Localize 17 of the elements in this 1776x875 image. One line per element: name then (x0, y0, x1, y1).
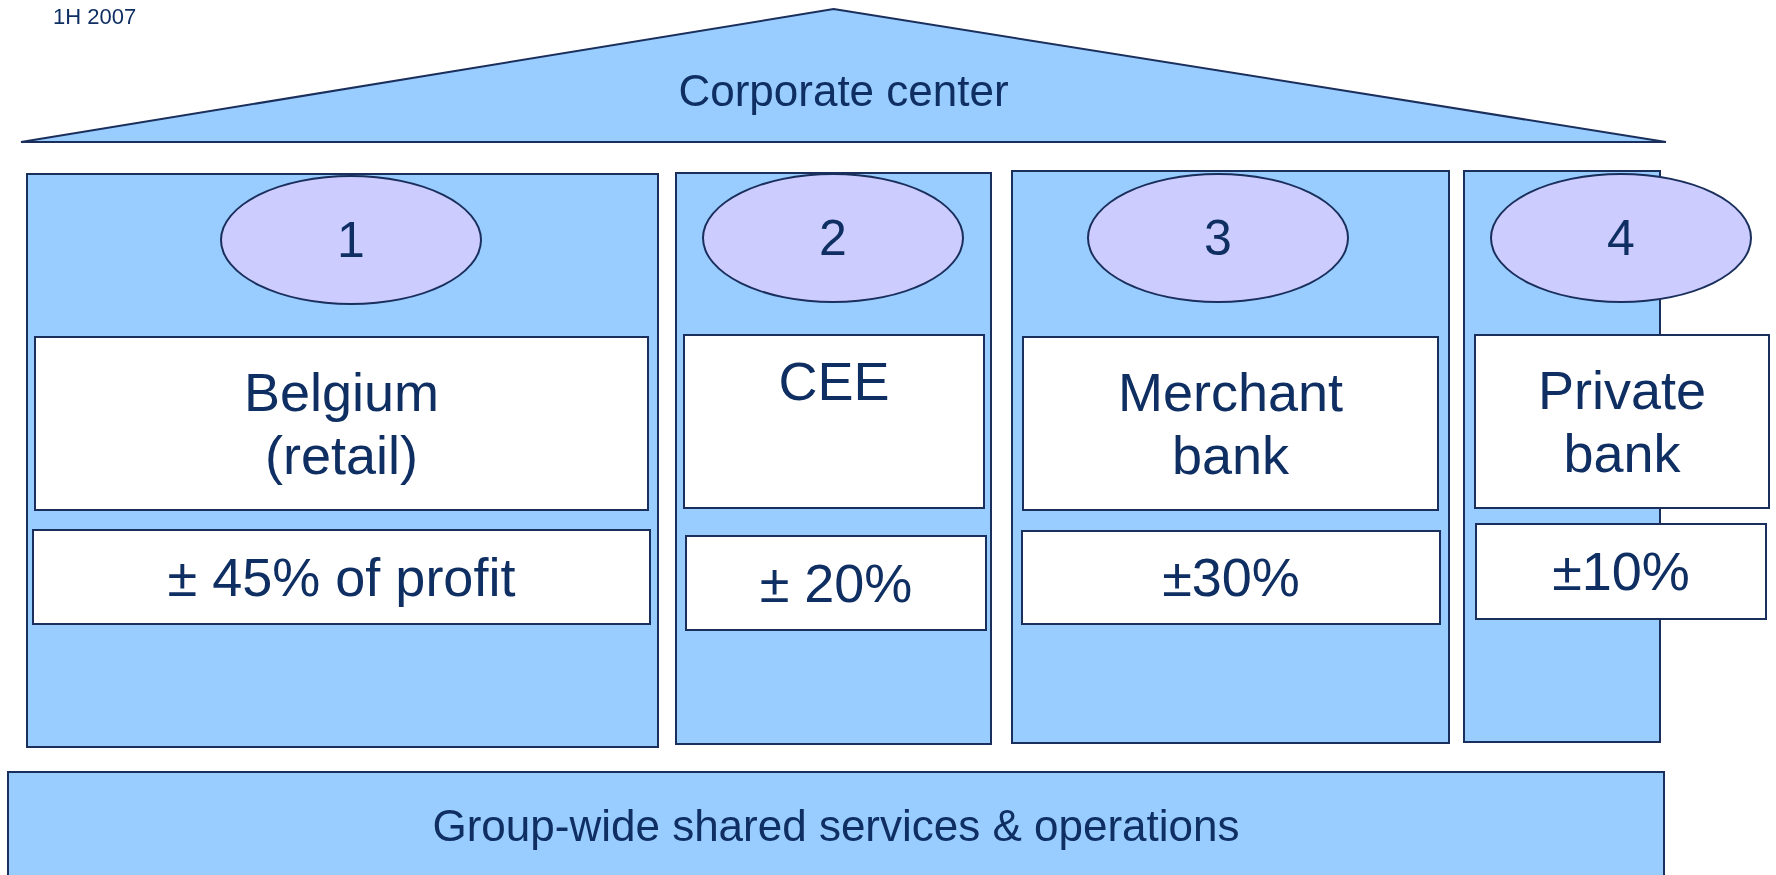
segment-box: Belgium (retail) (34, 336, 649, 511)
segment-box: ±10% (1475, 523, 1767, 620)
segment-box: CEE (683, 334, 985, 509)
number-oval: 3 (1087, 173, 1349, 303)
segment-box: ± 20% (685, 535, 987, 631)
segment-box: Merchant bank (1022, 336, 1439, 511)
number-oval: 1 (220, 175, 482, 305)
roof-label: Corporate center (678, 66, 1009, 116)
segment-box: Private bank (1474, 334, 1770, 509)
date-label: 1H 2007 (53, 4, 137, 30)
pillar-column (26, 173, 659, 748)
pillar-column (1011, 170, 1450, 744)
segment-box: ± 45% of profit (32, 529, 651, 625)
foundation-bar: Group-wide shared services & operations (7, 771, 1665, 875)
segment-box: ±30% (1021, 530, 1441, 625)
pillar-column (675, 172, 992, 745)
number-oval: 2 (702, 173, 964, 303)
